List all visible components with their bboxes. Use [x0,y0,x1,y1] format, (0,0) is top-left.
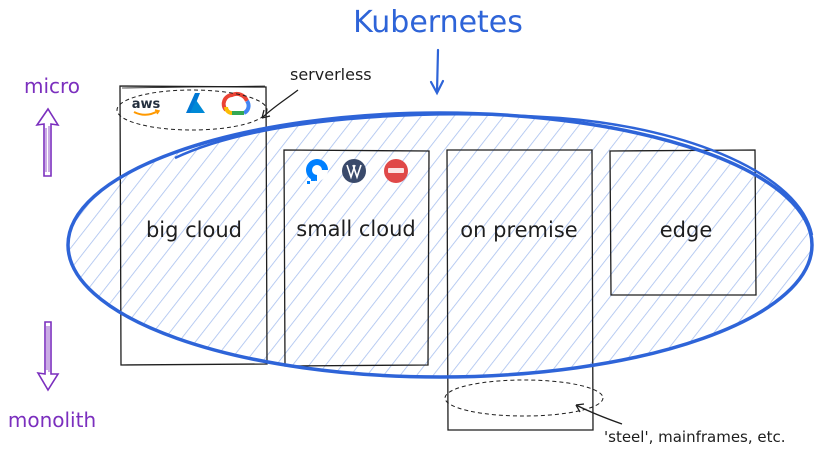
axis-label-micro: micro [24,74,80,98]
box-label-on-premise: on premise [460,218,577,242]
aws-logo: aws [132,97,161,116]
vultr-logo [342,159,366,183]
azure-logo [186,93,205,113]
steel-dashed-ellipse [444,379,604,417]
arrow-down-icon [36,321,60,392]
box-label-small-cloud: small cloud [296,217,415,241]
serverless-label: serverless [290,65,372,84]
steel-arrow [575,403,623,425]
box-label-edge: edge [660,218,713,242]
title-arrow [429,48,445,96]
on-premise-box [446,149,594,431]
svg-text:aws: aws [132,97,161,112]
linode-logo [384,159,408,183]
serverless-dashed-ellipse [116,89,268,131]
axis-label-monolith: monolith [8,408,96,432]
box-label-big-cloud: big cloud [146,218,242,242]
diagram-title: Kubernetes [353,5,523,40]
small-cloud-box [283,149,430,367]
google-cloud-logo [221,91,251,115]
big-cloud-box [119,85,268,366]
kubernetes-scope-fill [68,113,812,377]
kubernetes-ellipse [66,111,814,379]
serverless-arrow [261,89,299,119]
digitalocean-logo [306,159,328,184]
edge-box [609,149,757,296]
steel-label: 'steel', mainframes, etc. [604,428,786,446]
arrow-up-icon [35,107,60,177]
